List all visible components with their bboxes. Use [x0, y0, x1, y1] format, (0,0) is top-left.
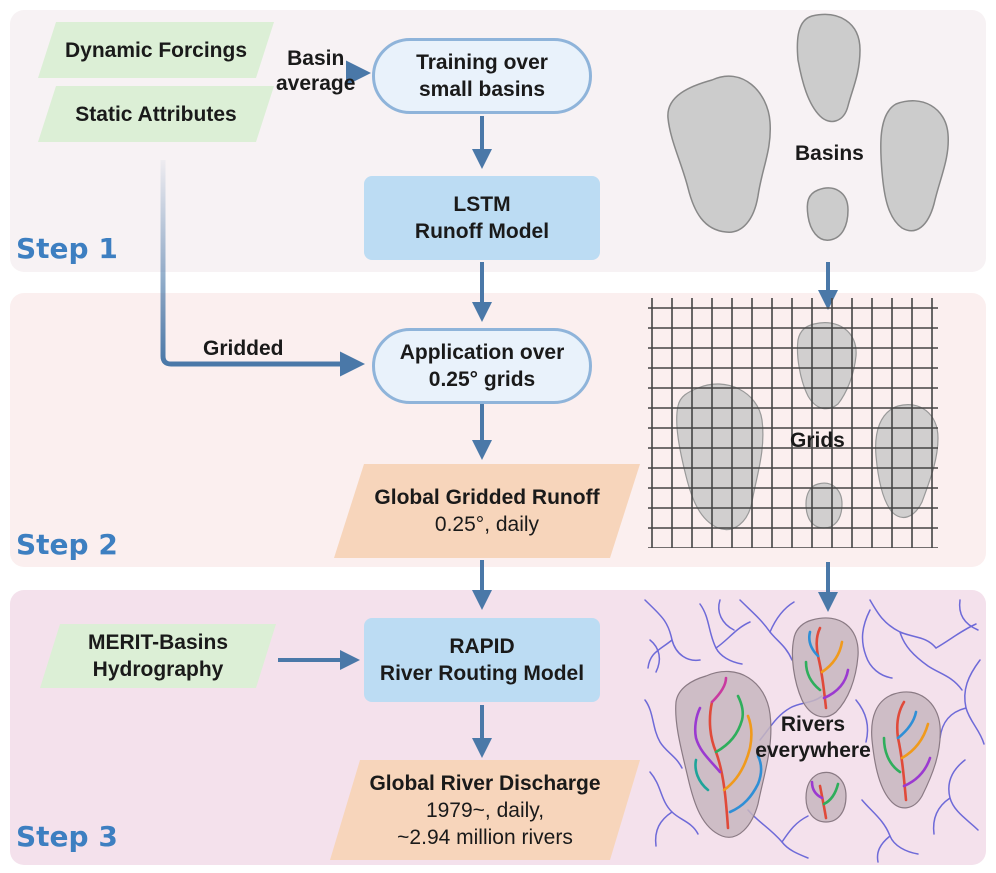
runoff-line1: Global Gridded Runoff — [374, 486, 600, 509]
merit-label-line2: Hydrography — [92, 658, 224, 681]
application-line2: 0.25° grids — [428, 368, 536, 391]
application-line1: Application over — [399, 341, 565, 364]
arrow-gridded — [160, 160, 365, 377]
colored-rivers — [693, 626, 932, 830]
rivers-label: Rivers everywhere — [738, 712, 888, 764]
basin-shape — [796, 13, 861, 123]
rivers-illustration — [644, 599, 985, 863]
static-attributes-label: Static Attributes — [75, 102, 237, 126]
basins-label: Basins — [795, 142, 864, 165]
basin-shape — [675, 671, 772, 838]
rapid-line1: RAPID — [449, 635, 515, 658]
basin-average-label: Basin average — [276, 46, 355, 96]
dynamic-forcings-label: Dynamic Forcings — [64, 38, 248, 62]
input-merit-basins: MERIT-Basins Hydrography — [40, 624, 276, 688]
basins-illustration — [667, 13, 949, 241]
gridded-label: Gridded — [203, 337, 284, 360]
discharge-line3: ~2.94 million rivers — [397, 825, 573, 849]
basin-average-line1: Basin — [287, 47, 345, 70]
discharge-line2: 1979~, daily, — [425, 798, 545, 822]
step1-label: Step 1 — [16, 232, 118, 265]
arrows — [160, 60, 838, 758]
input-dynamic-forcings: Dynamic Forcings — [38, 22, 274, 78]
output-global-river-discharge: Global River Discharge 1979~, daily, ~2.… — [330, 760, 640, 860]
basin-shape — [875, 404, 939, 519]
step3-label: Step 3 — [16, 820, 118, 853]
grid-lines — [648, 298, 938, 548]
application-node: Application over 0.25° grids — [372, 328, 592, 404]
rapid-line2: River Routing Model — [379, 662, 585, 685]
rapid-node: RAPID River Routing Model — [364, 618, 600, 702]
grids-illustration — [648, 298, 939, 548]
rivers-line2: everywhere — [755, 739, 871, 762]
basin-shape — [879, 100, 949, 232]
training-line1: Training over — [416, 51, 548, 74]
basin-shape — [871, 691, 941, 809]
basin-shape — [667, 75, 771, 233]
output-global-gridded-runoff: Global Gridded Runoff 0.25°, daily — [334, 464, 640, 558]
river-network-background — [644, 599, 985, 863]
training-node: Training over small basins — [372, 38, 592, 114]
lstm-line2: Runoff Model — [414, 220, 550, 243]
basin-shape — [805, 771, 847, 823]
step2-label: Step 2 — [16, 528, 118, 561]
grids-label: Grids — [790, 429, 845, 452]
training-line2: small basins — [418, 78, 546, 101]
lstm-line1: LSTM — [453, 193, 511, 216]
rivers-line1: Rivers — [780, 713, 846, 736]
input-static-attributes: Static Attributes — [38, 86, 274, 142]
discharge-line1: Global River Discharge — [369, 771, 601, 795]
basin-average-line2: average — [276, 72, 356, 95]
merit-label-line1: MERIT-Basins — [87, 631, 229, 654]
basin-shape — [796, 322, 857, 410]
lstm-node: LSTM Runoff Model — [364, 176, 600, 260]
runoff-line2: 0.25°, daily — [434, 513, 540, 536]
basin-shape — [806, 187, 849, 241]
